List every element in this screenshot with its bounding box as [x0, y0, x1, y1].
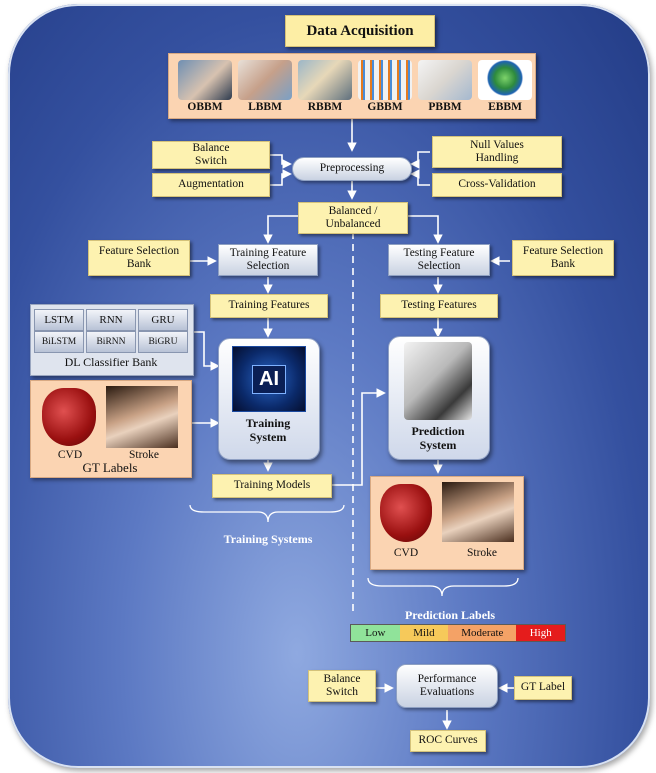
prediction-labels-title: Prediction Labels	[404, 608, 496, 622]
prediction-level-low: Low	[351, 625, 400, 641]
blood-pressure-image	[178, 60, 232, 100]
balanced-unbalanced-box: Balanced / Unbalanced	[298, 202, 408, 234]
training-features-box: Training Features	[210, 294, 328, 318]
classifier-birnn: BiRNN	[86, 331, 136, 353]
training-feature-selection-bank: Feature Selection Bank	[88, 240, 190, 276]
predicted-heart-image	[380, 484, 432, 542]
environment-globe-image	[478, 60, 532, 100]
biomarker-label-pbbm: PBBM	[428, 101, 462, 113]
biomarker-label-ebbm: EBBM	[488, 101, 522, 113]
radiology-image	[298, 60, 352, 100]
prediction-level-mild: Mild	[399, 625, 449, 641]
biomarker-label-rbbm: RBBM	[307, 101, 343, 113]
preprocessing-node: Preprocessing	[292, 157, 412, 181]
ai-chip-label: AI	[252, 364, 286, 394]
gt-cvd-label: CVD	[57, 449, 83, 461]
gt-stroke-label: Stroke	[128, 449, 160, 461]
genetics-image	[358, 60, 412, 100]
heart-image	[42, 388, 96, 446]
training-systems-caption: Training Systems	[223, 532, 313, 546]
eval-gt-label-box: GT Label	[514, 676, 572, 700]
testing-feature-selection: Testing Feature Selection	[388, 244, 490, 276]
performance-evaluations-box: Performance Evaluations	[396, 664, 498, 708]
pathology-image	[418, 60, 472, 100]
biomarker-label-lbbm: LBBM	[248, 101, 282, 113]
eval-balance-switch-box: Balance Switch	[308, 670, 376, 702]
cross-validation-box: Cross-Validation	[432, 173, 562, 197]
testing-features-box: Testing Features	[380, 294, 498, 318]
lab-test-image	[238, 60, 292, 100]
classifier-lstm: LSTM	[34, 309, 84, 331]
testing-feature-selection-bank: Feature Selection Bank	[512, 240, 614, 276]
prediction-system-label: Prediction System	[411, 424, 465, 452]
predicted-stroke-label: Stroke	[466, 547, 498, 559]
robot-image	[404, 342, 472, 420]
gt-labels-title: GT Labels	[82, 460, 138, 475]
training-system-label: Training System	[245, 416, 291, 444]
classifier-bigru: BiGRU	[138, 331, 188, 353]
biomarker-label-gbbm: GBBM	[367, 101, 403, 113]
ai-chip-image: AI	[232, 346, 306, 412]
classifier-gru: GRU	[138, 309, 188, 331]
balance-switch-box: Balance Switch	[152, 141, 270, 169]
training-models-box: Training Models	[212, 474, 332, 498]
prediction-level-moderate: Moderate	[448, 625, 517, 641]
data-acquisition-title: Data Acquisition	[285, 15, 435, 47]
biomarker-label-obbm: OBBM	[187, 101, 223, 113]
classifier-bilstm: BiLSTM	[34, 331, 84, 353]
predicted-stroke-image	[442, 482, 514, 542]
training-feature-selection: Training Feature Selection	[218, 244, 318, 276]
classifier-rnn: RNN	[86, 309, 136, 331]
dl-classifier-bank-title: DL Classifier Bank	[64, 355, 158, 369]
predicted-cvd-label: CVD	[393, 547, 419, 559]
prediction-level-high: High	[516, 625, 566, 641]
augmentation-box: Augmentation	[152, 173, 270, 197]
null-values-handling-box: Null Values Handling	[432, 136, 562, 168]
stroke-patient-image	[106, 386, 178, 448]
roc-curves-box: ROC Curves	[410, 730, 486, 752]
